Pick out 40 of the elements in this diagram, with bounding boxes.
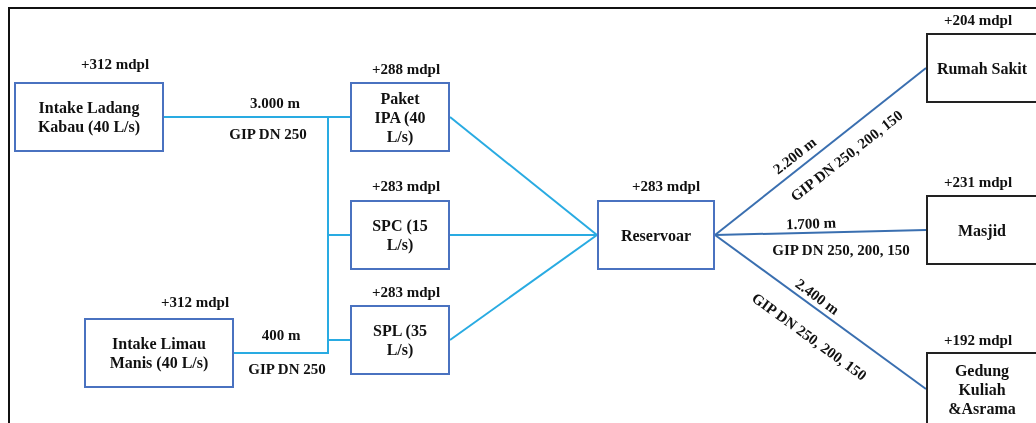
node-label: Intake Limau Manis (40 L/s) xyxy=(108,334,210,372)
node-label: SPC (15 L/s) xyxy=(371,216,429,254)
pipe-line xyxy=(449,116,598,236)
process-box xyxy=(84,318,234,388)
process-box xyxy=(350,82,450,152)
pipe-line xyxy=(714,234,927,390)
process-box xyxy=(926,33,1036,103)
elevation-label: +288 mdpl xyxy=(371,60,441,78)
elevation-label: +231 mdpl xyxy=(943,173,1013,191)
elevation-label: +283 mdpl xyxy=(631,177,701,195)
process-box xyxy=(350,305,450,375)
pipe-line xyxy=(449,234,598,236)
elevation-label: +192 mdpl xyxy=(943,331,1013,349)
process-box xyxy=(350,200,450,270)
node-label: SPL (35 L/s) xyxy=(372,321,428,359)
pipe-label: GIP DN 250, 200, 150 xyxy=(772,241,910,259)
pipe-label: 1.700 m xyxy=(785,214,837,234)
node-label: Paket IPA (40 L/s) xyxy=(373,88,427,146)
pipe-label: GIP DN 250 xyxy=(248,360,326,378)
process-box xyxy=(597,200,715,270)
pipe-line xyxy=(449,234,598,341)
process-box xyxy=(14,82,164,152)
elevation-label: +312 mdpl xyxy=(80,55,150,73)
node-label: Intake Ladang Kabau (40 L/s) xyxy=(36,98,142,136)
elevation-label: +283 mdpl xyxy=(371,283,441,301)
elevation-label: +312 mdpl xyxy=(160,293,230,311)
pipe-label: 400 m xyxy=(261,326,301,344)
node-label: Rumah Sakit xyxy=(936,58,1028,78)
elevation-label: +283 mdpl xyxy=(371,177,441,195)
pipe-line xyxy=(233,339,351,354)
node-label: Gedung Kuliah &Asrama xyxy=(947,360,1017,418)
pipe-label: 3.000 m xyxy=(250,94,300,112)
node-label: Masjid xyxy=(958,220,1006,240)
process-box xyxy=(926,195,1036,265)
elevation-label: +204 mdpl xyxy=(943,11,1013,29)
process-box xyxy=(926,352,1036,423)
node-label: Reservoar xyxy=(620,225,692,245)
pipe-line xyxy=(714,67,927,236)
pipe-label: GIP DN 250 xyxy=(229,125,307,143)
pipe-line xyxy=(714,229,927,236)
